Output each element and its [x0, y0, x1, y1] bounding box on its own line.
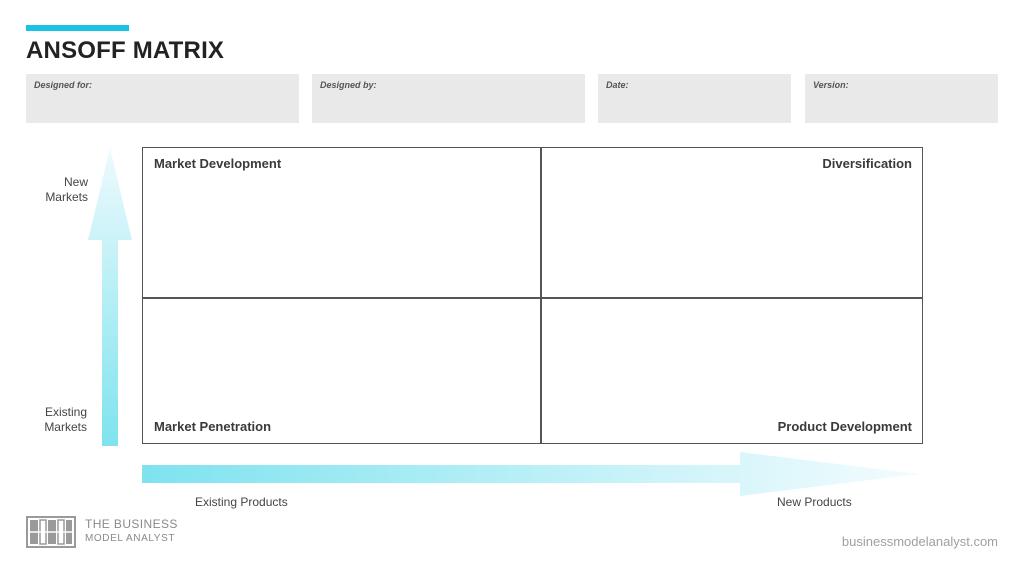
quadrant-market-development: Market Development [154, 156, 282, 171]
brand-name: THE BUSINESS MODEL ANALYST [85, 517, 178, 545]
quadrant-diversification: Diversification [822, 156, 912, 171]
brand-line2: MODEL ANALYST [85, 533, 176, 544]
arrow-up-icon [88, 148, 132, 446]
quadrant-market-penetration: Market Penetration [154, 419, 272, 434]
designed-by-label: Designed by: [320, 80, 377, 90]
version-field[interactable]: Version: [805, 74, 998, 123]
x-axis-label-existing-products: Existing Products [195, 495, 288, 509]
grid-vertical-divider [540, 148, 542, 443]
date-label: Date: [606, 80, 629, 90]
x-axis-label-new-products: New Products [777, 495, 852, 509]
y-axis-label-new-line2: Markets [45, 190, 88, 204]
designed-for-field[interactable]: Designed for: [26, 74, 299, 123]
ansoff-grid: Market Development Diversification Marke… [142, 147, 923, 444]
brand-line1: THE BUSINESS [85, 517, 178, 531]
y-axis-label-new-line1: New [63, 175, 88, 189]
date-field[interactable]: Date: [598, 74, 791, 123]
y-axis-label-new-markets: New Markets [40, 175, 88, 205]
designed-for-label: Designed for: [34, 80, 93, 90]
y-axis-label-existing-line1: Existing [44, 405, 87, 419]
grid-horizontal-divider [143, 297, 922, 299]
page-title: ANSOFF MATRIX [26, 37, 225, 64]
y-axis-label-existing-line2: Markets [44, 420, 87, 434]
title-accent-bar [26, 25, 129, 31]
designed-by-field[interactable]: Designed by: [312, 74, 585, 123]
version-label: Version: [813, 80, 849, 90]
quadrant-product-development: Product Development [777, 419, 912, 434]
arrow-right-icon [142, 452, 920, 496]
website-url[interactable]: businessmodelanalyst.com [841, 534, 998, 549]
bookshelf-logo-icon [26, 516, 76, 548]
y-axis-label-existing-markets: Existing Markets [36, 405, 87, 435]
